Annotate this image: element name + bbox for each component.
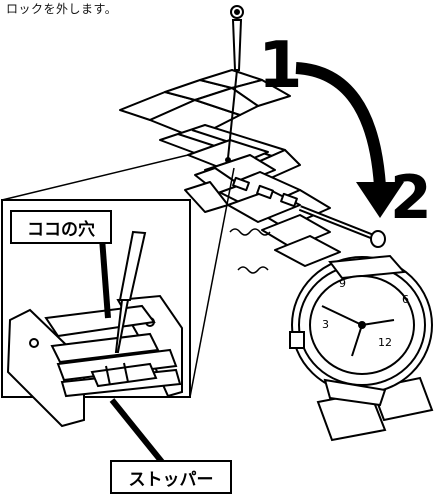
dial-numeral: 12: [378, 336, 392, 349]
stopper-leader-line: [109, 398, 165, 464]
dial-numeral: 3: [322, 318, 329, 331]
curved-arrow-icon: [295, 62, 386, 187]
dial-numeral: 6: [402, 293, 409, 306]
inset-pin-tool: [114, 230, 147, 353]
step-number-1: 1: [258, 29, 303, 103]
instruction-caption: ロックを外します。: [6, 2, 118, 16]
watch: [289, 254, 434, 442]
detail-inset: [1, 199, 191, 428]
zoom-line: [189, 167, 235, 398]
hole-leader-line: [99, 237, 111, 319]
hole-label: ココの穴: [10, 210, 112, 244]
zoom-line: [1, 154, 189, 201]
arrow-head-icon: [356, 182, 404, 218]
pin-tool: [225, 5, 244, 163]
watch-band: [119, 69, 386, 274]
dial-numeral: 9: [339, 277, 346, 290]
stopper-label: ストッパー: [110, 460, 232, 494]
step-number-2: 2: [390, 163, 432, 233]
